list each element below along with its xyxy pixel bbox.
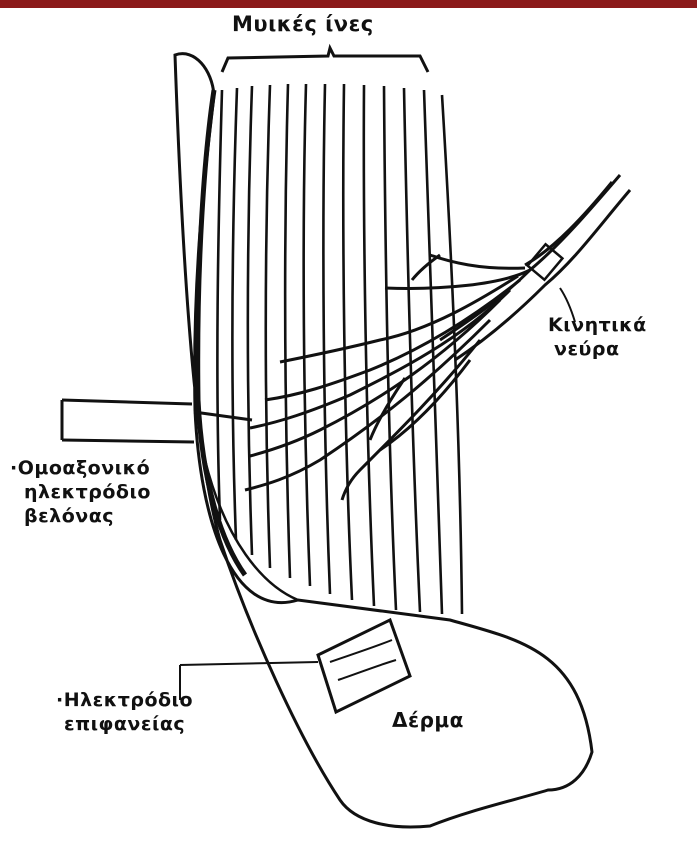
surface-electrode [180,620,410,712]
motor-nerves-label-line1: Κινητικά [548,313,647,337]
surface-electrode-label: ·Ηλεκτρόδιο επιφανείας [56,688,193,736]
surface-electrode-label-line2: επιφανείας [56,712,193,736]
needle-electrode [62,400,252,442]
needle-electrode-label-line1: ·Ομοαξονικό [10,456,151,480]
motor-nerves-label-line2: νεύρα [548,337,647,361]
skin-label: Δέρμα [392,708,464,732]
needle-electrode-label: ·Ομοαξονικό ηλεκτρόδιο βελόνας [10,456,151,528]
needle-electrode-label-line3: βελόνας [10,504,151,528]
surface-electrode-label-line1: ·Ηλεκτρόδιο [56,688,193,712]
needle-electrode-label-line2: ηλεκτρόδιο [10,480,151,504]
muscle-fibers-bracket [222,48,428,72]
motor-nerves-label: Κινητικά νεύρα [548,313,647,361]
muscle-fibers-label: Μυικές ίνες [232,12,374,36]
